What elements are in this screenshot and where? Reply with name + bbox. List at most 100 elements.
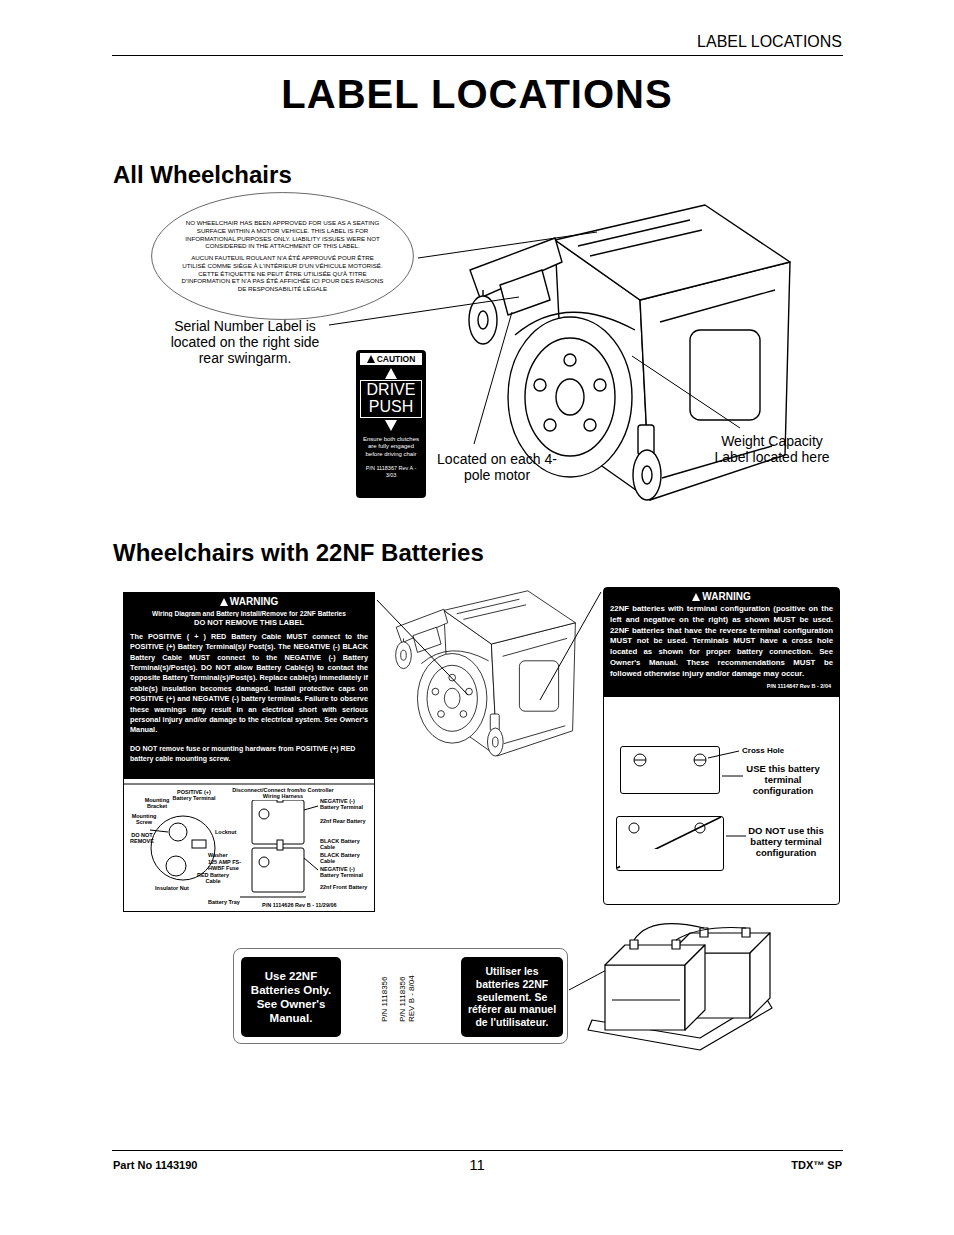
label-text: NO WHEELCHAIR HAS BEEN APPROVED FOR USE … <box>180 219 385 250</box>
illustration-stroke <box>564 354 576 366</box>
label-text: Negative Terminal <box>672 772 716 790</box>
label-text: Negative Terminal <box>620 849 662 867</box>
oval-outline <box>152 193 414 320</box>
illustration-stroke <box>632 356 740 428</box>
label-text: Positive Terminal <box>624 772 666 790</box>
label-box: Positive Terminal Negative Terminal <box>620 746 720 794</box>
illustration-stroke <box>500 270 550 315</box>
label-text: Utiliser les batteries 22NF seulement. S… <box>464 965 560 1029</box>
label-callout: 125 AMP FS-HWBF Fuse <box>208 859 248 872</box>
illustration-stroke <box>676 928 746 941</box>
illustration-stroke <box>726 836 746 837</box>
label-callout: DO NOT REMOVE <box>127 832 157 845</box>
label-text: P/N 1114847 Rev B - 2/04 <box>604 681 839 697</box>
illustration-stroke <box>474 312 512 444</box>
label-box: Utiliser les batteries 22NF seulement. S… <box>461 957 563 1037</box>
illustration-stroke <box>556 379 584 415</box>
label-callout: P/N 1118356 REV B - 8/04 <box>398 962 416 1022</box>
illustration-stroke <box>672 940 680 949</box>
illustration-stroke <box>634 754 646 766</box>
label-box: CAUTION DRIVEPUSH Ensure both clutches are… <box>356 350 426 498</box>
label-box: Negative TerminalPositive Terminal <box>616 816 724 871</box>
illustration-stroke <box>304 806 318 810</box>
label-text: DRIVE <box>360 380 422 399</box>
label-callout: RED Battery Cable <box>196 872 230 885</box>
label-callout: Washer <box>208 852 238 858</box>
page-text: 11 <box>440 1156 514 1173</box>
label-callout: Cross Hole <box>742 746 802 755</box>
illustration-stroke <box>690 330 760 420</box>
label-text: 22NF batteries with terminal configurati… <box>604 603 839 681</box>
illustration-stroke <box>469 296 497 344</box>
label-callout: Locknut <box>215 829 245 835</box>
illustration-stroke <box>633 450 661 500</box>
page-title: LABEL LOCATIONS <box>0 72 954 117</box>
label-callout: Battery Tray <box>208 899 248 905</box>
illustration-stroke <box>150 830 168 832</box>
illustration-stroke <box>617 817 721 868</box>
label-text: WARNING <box>604 588 839 603</box>
illustration-stroke <box>534 379 546 391</box>
label-text: DO NOT REMOVE THIS LABEL <box>124 617 374 631</box>
label-callout: Disconnect/Connect from/to Controller Wi… <box>228 787 338 800</box>
label-text: WARNING <box>124 593 374 608</box>
illustration-stroke <box>642 466 652 484</box>
illustration-stroke <box>478 311 488 329</box>
illustration-stroke <box>555 205 790 300</box>
illustration-stroke <box>612 999 680 1000</box>
wheelchair-illustration <box>396 591 576 756</box>
page-text: Serial Number Label is located on the ri… <box>162 318 328 366</box>
label-callout: 22nf Front Battery <box>320 884 372 890</box>
illustration-stroke <box>277 840 283 850</box>
label-box: WARNINGWiring Diagram and Battery Instal… <box>123 592 375 912</box>
illustration-stroke <box>590 230 702 256</box>
label-callout: Mounting Bracket <box>140 797 174 810</box>
illustration-stroke <box>660 290 775 322</box>
wiring-detail-drawing <box>124 784 374 897</box>
illustration-stroke <box>240 897 306 898</box>
label-callout: 22nf Rear Battery <box>320 818 372 824</box>
label-text: CAUTION <box>360 353 422 365</box>
illustration-stroke <box>634 760 646 761</box>
label-callout: P/N 1118356 <box>380 962 389 1022</box>
label-text: AUCUN FAUTEUIL ROULANT N'A ÉTÉ APPROUVÉ … <box>180 254 385 293</box>
illustration-stroke <box>750 933 770 1018</box>
illustration-stroke <box>540 592 601 700</box>
illustration-stroke <box>252 848 304 892</box>
illustration-stroke <box>192 840 206 848</box>
illustration-stroke <box>584 419 596 431</box>
label-text: The POSITIVE ( + ) RED Battery Cable MUS… <box>124 631 374 742</box>
illustration-stroke <box>112 1150 843 1151</box>
illustration-stroke <box>578 220 690 246</box>
illustration-stroke <box>259 809 269 819</box>
illustration-stroke <box>166 856 186 876</box>
label-callout: DO NOT use this battery terminal configu… <box>748 826 824 859</box>
illustration-stroke <box>708 751 739 758</box>
terminal-configuration-drawing <box>617 751 746 868</box>
label-callout: POSITIVE (+) Battery Terminal <box>172 789 216 802</box>
page-text: Part No 1143190 <box>113 1159 313 1172</box>
illustration-stroke <box>169 823 187 841</box>
illustration-stroke <box>252 800 304 844</box>
label-text: Ensure both clutches are fully engaged b… <box>360 436 422 459</box>
label-callout: NEGATIVE (-) Battery Terminal <box>320 798 372 811</box>
page-text: Wheelchairs with 22NF Batteries <box>113 539 613 567</box>
page-text: LABEL LOCATIONS <box>640 33 842 51</box>
label-callout: USE this battery terminal configuration <box>746 764 820 797</box>
label-text: PUSH <box>360 399 422 418</box>
illustration-stroke <box>742 928 750 937</box>
label-text: Use 22NF Batteries Only. See Owner's Man… <box>244 969 338 1025</box>
illustration-stroke <box>544 419 556 431</box>
page-text: All Wheelchairs <box>113 161 513 189</box>
illustration-stroke <box>685 945 705 1030</box>
illustration-stroke <box>304 858 318 870</box>
battery-pair-illustration <box>588 924 772 1050</box>
illustration-stroke <box>629 823 639 833</box>
illustration-stroke <box>418 232 597 258</box>
illustration-stroke <box>525 338 615 456</box>
illustration-stroke <box>722 776 743 777</box>
illustration-stroke <box>151 816 215 880</box>
label-callout: NEGATIVE (-) Battery Terminal <box>320 866 372 879</box>
label-box: Use 22NF Batteries Only. See Owner's Man… <box>241 957 341 1037</box>
